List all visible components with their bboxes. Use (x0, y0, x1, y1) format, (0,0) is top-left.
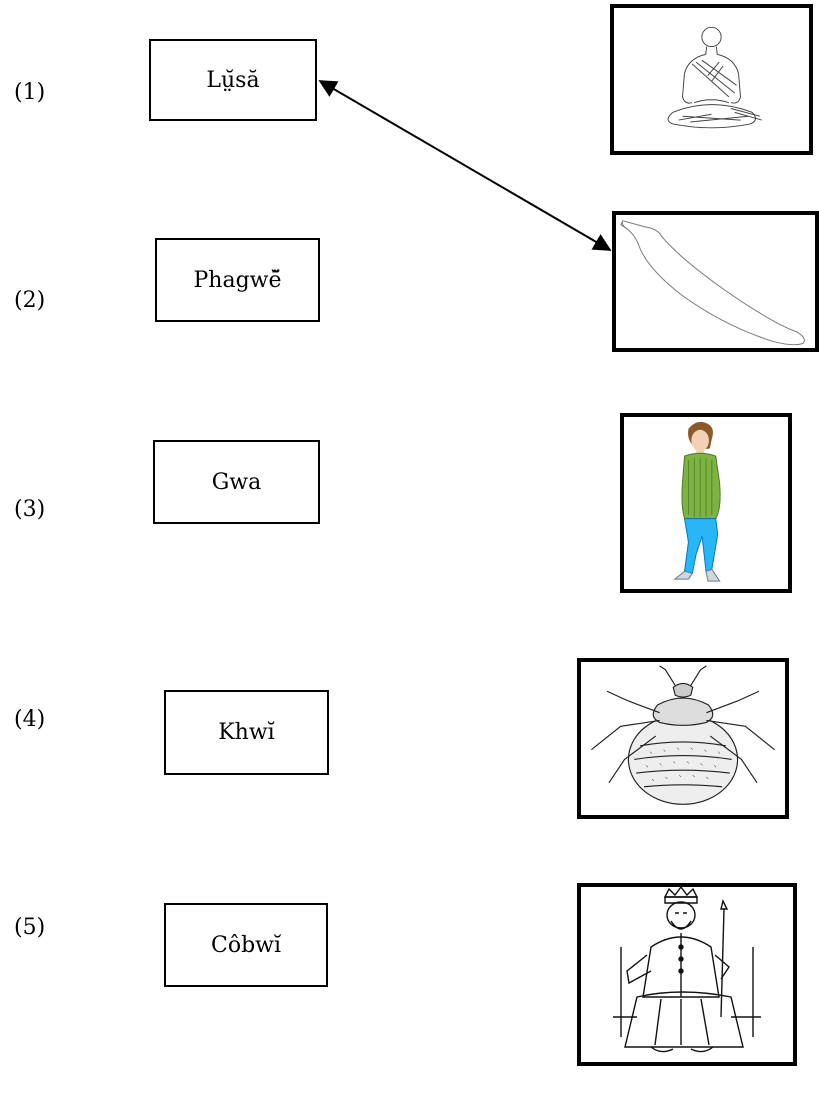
word-label: Gwa (211, 469, 262, 495)
word-box-1[interactable]: Lṳ̆să (149, 39, 317, 121)
bedbug-icon (591, 665, 775, 805)
item-number-3: (3) (14, 497, 46, 522)
picture-box-4[interactable] (577, 658, 789, 819)
word-box-5[interactable]: Côbwĭ (164, 903, 328, 987)
double-arrow-line (318, 80, 612, 251)
word-label: Phagwĕ̃ (193, 267, 282, 293)
item-number-2: (2) (14, 288, 46, 313)
item-number-4: (4) (14, 707, 46, 732)
seated-monk-icon (667, 26, 762, 129)
word-label: Khwĭ (218, 720, 275, 745)
gourd-icon (620, 220, 805, 346)
word-box-4[interactable]: Khwĭ (164, 690, 329, 775)
picture-box-5[interactable] (577, 883, 797, 1066)
picture-box-2[interactable] (612, 211, 819, 352)
standing-boy-icon (673, 421, 721, 582)
word-box-3[interactable]: Gwa (153, 440, 320, 524)
item-number-1: (1) (14, 80, 46, 105)
picture-box-1[interactable] (610, 4, 813, 155)
word-box-2[interactable]: Phagwĕ̃ (155, 238, 320, 322)
king-on-throne-icon (613, 887, 761, 1053)
picture-box-3[interactable] (620, 413, 792, 593)
word-label: Côbwĭ (210, 932, 282, 958)
item-number-5: (5) (14, 915, 46, 940)
word-label: Lṳ̆să (206, 67, 260, 93)
